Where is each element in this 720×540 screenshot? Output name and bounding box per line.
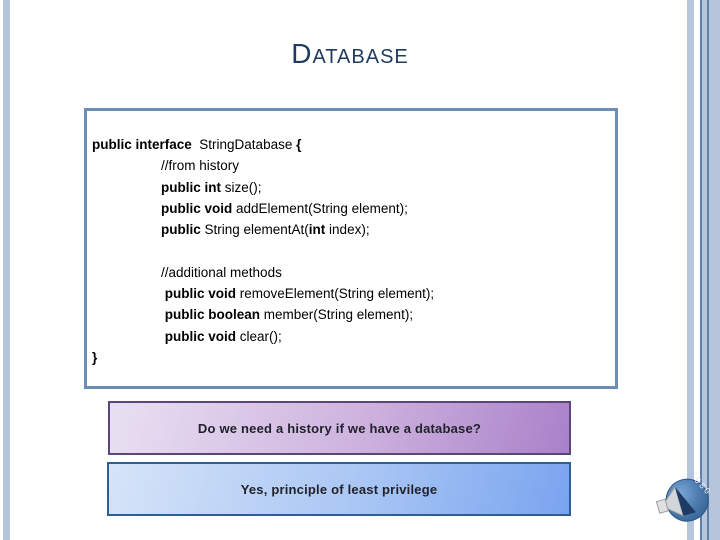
code-line: //additional methods: [161, 264, 282, 280]
code-block: public interface StringDatabase { //from …: [87, 111, 615, 368]
right-border-stripe: [687, 0, 694, 540]
code-line: public String elementAt(int index);: [161, 222, 370, 238]
code-line: public int size();: [161, 179, 262, 195]
question-text: Do we need a history if we have a databa…: [197, 420, 482, 436]
code-panel: public interface StringDatabase { //from …: [84, 108, 618, 389]
right-border-stripe: [700, 0, 702, 540]
code-line: public void addElement(String element);: [161, 200, 408, 216]
right-border-stripe: [702, 0, 707, 540]
slide-title-initial: D: [291, 38, 313, 69]
right-border-stripe: [707, 0, 709, 540]
question-box: Do we need a history if we have a databa…: [108, 401, 571, 455]
code-line: public boolean member(String element);: [161, 307, 414, 323]
answer-text: Yes, principle of least privilege: [240, 481, 438, 497]
right-border-stripe: [709, 0, 720, 540]
slide-title: DATABASE: [0, 38, 700, 75]
code-line: public void clear();: [161, 328, 282, 344]
left-border-stripe: [3, 0, 10, 540]
slide-title-rest: ATABASE: [312, 46, 409, 68]
code-line: }: [92, 349, 98, 365]
code-line: [92, 240, 615, 261]
audio-speaker-icon[interactable]: 0 8 0: [656, 470, 712, 530]
code-line: public interface StringDatabase {: [92, 137, 302, 152]
code-line: public void removeElement(String element…: [161, 286, 435, 302]
answer-box: Yes, principle of least privilege: [107, 462, 571, 516]
code-line: //from history: [161, 158, 240, 174]
